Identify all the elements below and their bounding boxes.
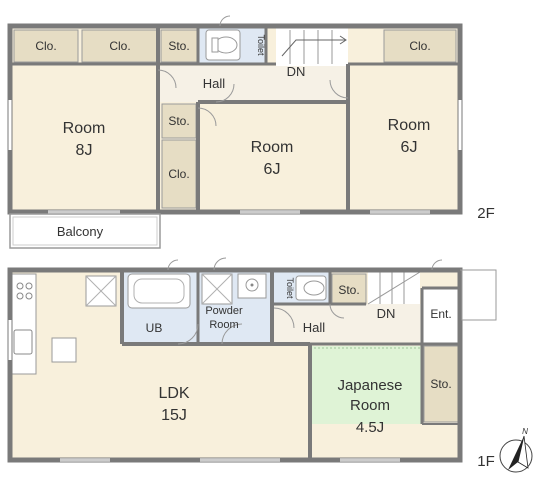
closet-2f-4: [161, 139, 197, 209]
wash-basin-icon: [237, 273, 267, 299]
washer-icon: [201, 273, 233, 305]
hall-2f-label: Hall: [203, 76, 226, 91]
closet-2f-3: [383, 29, 457, 63]
floor-1f-label: 1F: [477, 453, 495, 470]
toilet-1f-icon: [295, 275, 327, 301]
storage-1f-2-label: Sto.: [430, 377, 451, 391]
balcony-label: Balcony: [57, 224, 104, 239]
closet-2f-3-label: Clo.: [409, 39, 430, 53]
room-8j-size: 8J: [76, 142, 93, 159]
room-6j-a-name: Room: [251, 139, 294, 156]
stairs-2f-area: [276, 28, 348, 66]
refrigerator-icon: [85, 275, 117, 307]
second-floor: Clo. Clo. Sto. Clo. Sto. Clo. Hall DN To…: [7, 15, 495, 249]
ldk-size: 15J: [161, 407, 187, 424]
storage-1f-2: [423, 345, 459, 423]
room-6j-b-size: 6J: [401, 139, 418, 156]
toilet-1f-label: Toilet: [285, 277, 295, 299]
room-8j-name: Room: [63, 120, 106, 137]
powder-room-label-2: Room: [209, 319, 238, 331]
stairs-1f-icon: [367, 271, 421, 305]
storage-2f-2: [161, 103, 197, 139]
stair-down-2f-label: DN: [287, 64, 306, 79]
japanese-room-name-1: Japanese: [337, 377, 402, 394]
closet-2f-1-label: Clo.: [35, 39, 56, 53]
japanese-room-area: [310, 346, 422, 424]
outer-wall-1f: [7, 267, 463, 463]
ldk-name: LDK: [158, 385, 189, 402]
storage-1f-1-label: Sto.: [338, 283, 359, 297]
porch-area: [461, 269, 497, 321]
compass-north-label: N: [522, 427, 528, 436]
floor-2f-label: 2F: [477, 205, 495, 222]
stairs-2f-icon: [281, 30, 347, 64]
first-floor: UB Powder Room Toilet Sto. Hall DN Ent. …: [7, 257, 533, 473]
room-6j-a-size: 6J: [264, 161, 281, 178]
powder-room-label-1: Powder: [205, 305, 243, 317]
balcony-area: [9, 213, 161, 249]
compass-icon: N: [499, 427, 533, 473]
windows-1f: [8, 320, 400, 462]
bathtub-icon: [127, 273, 191, 309]
balcony-rail: [12, 216, 158, 246]
doors-2f: [157, 15, 349, 127]
entrance-label: Ent.: [430, 307, 451, 321]
windows-2f: [8, 100, 462, 214]
hall-1f-area: [274, 304, 422, 344]
unit-bath-label: UB: [146, 321, 163, 335]
closet-2f-4-label: Clo.: [168, 167, 189, 181]
sink-icon: [13, 329, 33, 355]
japanese-room-size: 4.5J: [356, 419, 384, 436]
closet-2f-2-label: Clo.: [109, 39, 130, 53]
room-6j-b-name: Room: [388, 117, 431, 134]
stove-icon: [16, 282, 33, 300]
storage-2f-1-label: Sto.: [168, 39, 189, 53]
entrance-area: [422, 288, 460, 344]
kitchen-counter: [11, 273, 37, 375]
storage-2f-2-label: Sto.: [168, 114, 189, 128]
japanese-room-name-2: Room: [350, 397, 390, 414]
toilet-2f-icon: [205, 29, 241, 61]
kitchen-island: [51, 337, 77, 363]
hall-2f-area: [160, 66, 348, 102]
toilet-2f-label: Toilet: [256, 34, 266, 56]
hall-1f-label: Hall: [303, 320, 326, 335]
closet-2f-1: [13, 29, 79, 63]
stair-down-1f-label: DN: [377, 306, 396, 321]
